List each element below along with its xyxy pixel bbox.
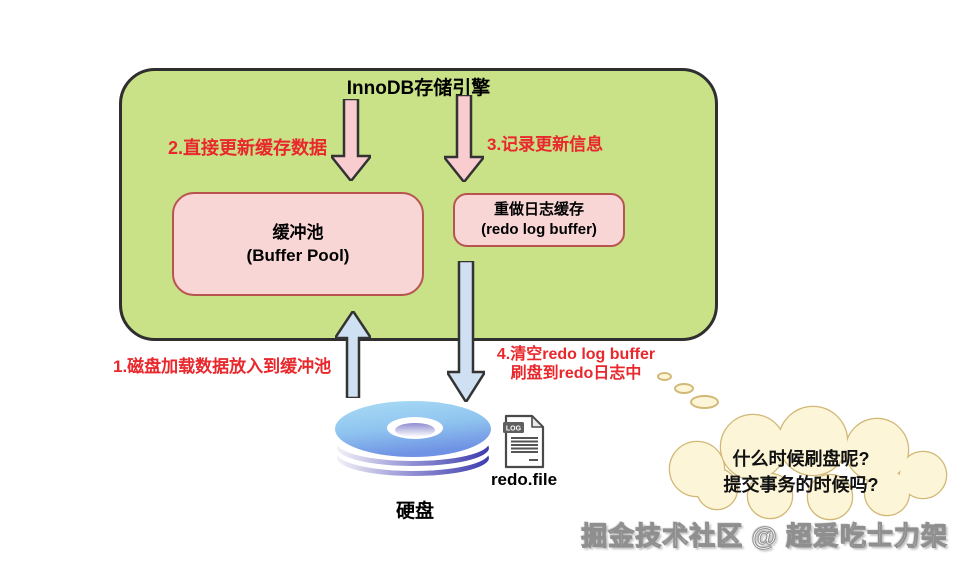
disk-label: 硬盘 [395,501,434,522]
buffer-pool-box: 缓冲池 (Buffer Pool) [172,192,424,296]
step1-label: 1.磁盘加载数据放入到缓冲池 [113,357,332,376]
thought-bubble-text: 什么时候刷盘呢? 提交事务的时候吗? [695,446,907,498]
step4-label-line2: 刷盘到redo日志中 [510,365,642,382]
redo-log-buffer-name: 重做日志缓存 [493,201,584,218]
step2-label: 2.直接更新缓存数据 [168,138,328,158]
log-file-icon: LOG [503,414,545,469]
watermark: 掘金技术社区 @ 超爱吃士力架 [581,521,948,552]
step4-label-line1: 4.清空redo log buffer [496,346,656,363]
buffer-pool-name: 缓冲池 [272,223,324,242]
step3-label: 3.记录更新信息 [487,135,604,154]
log-badge-text: LOG [506,425,522,432]
thought-cloud-icon [668,405,948,521]
redo-file-label: redo.file [490,470,558,489]
thought-bubble-dot-large [690,395,719,409]
step4-label: 4.清空redo log buffer 刷盘到redo日志中 [487,345,665,383]
thought-bubble-dot-small [657,372,672,381]
redo-log-buffer-box: 重做日志缓存 (redo log buffer) [453,193,625,247]
up-arrow-icon-step1 [335,311,371,398]
thought-bubble-dot-medium [674,383,694,394]
down-arrow-icon-step3 [444,95,484,182]
thought-bubble-line2: 提交事务的时候吗? [723,475,879,495]
redo-log-buffer-subtitle: (redo log buffer) [481,221,597,238]
buffer-pool-subtitle: (Buffer Pool) [246,246,350,265]
engine-title: InnoDB存储引擎 [346,78,491,99]
down-arrow-icon-step2 [331,99,371,181]
thought-bubble-line1: 什么时候刷盘呢? [732,449,870,469]
hard-disk-icon [335,401,491,476]
down-arrow-icon-step4 [447,261,485,402]
